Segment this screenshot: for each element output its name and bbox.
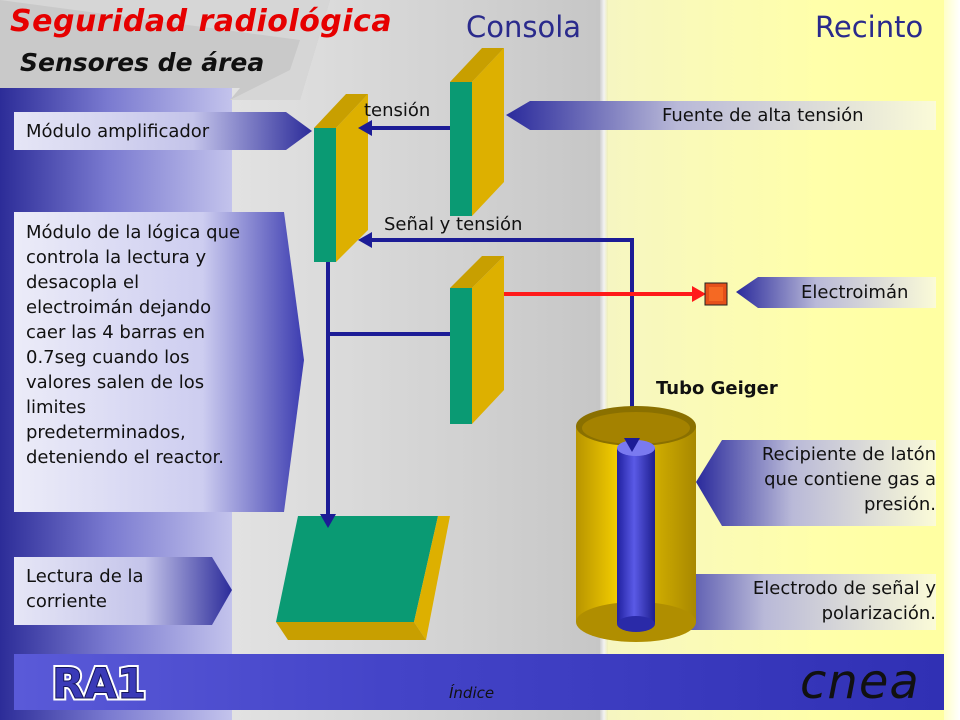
brass-label-line: que contiene gas a [764,469,936,490]
reading-label: Lectura de la corriente [26,564,226,614]
wire-electromagnet-arrowhead [692,286,706,302]
electrode-label: Electrodo de señal y polarización. [676,576,936,626]
index-link[interactable]: Índice [449,684,495,702]
brass-label-arrow [696,440,936,526]
wire-signal-arrowhead-left [358,232,372,248]
cnea-logo: cnea [800,654,920,710]
logic-module [450,256,504,424]
reading-module [276,516,450,640]
geiger-tube [576,406,696,642]
page-title: Seguridad radiológica [10,4,393,39]
wire-reading-arrowhead [320,514,336,528]
wire-signal-arrowhead-down [624,438,640,452]
electromagnet [704,282,728,306]
logic-label-line: controla la lectura y [26,247,207,268]
logic-label-line: electroimán dejando [26,297,212,318]
logic-label-line: valores salen de los [26,372,205,393]
logic-label-line: predeterminados, [26,422,186,443]
logic-label-line: limites [26,397,87,418]
logic-label-arrow [14,212,304,512]
electromagnet-label: Electroimán [801,282,909,303]
ra1-logo: RA1 RA1 [50,660,149,706]
electromagnet-label-arrow [736,277,936,308]
reading-label-line: Lectura de la [26,566,144,587]
amplifier-module [314,94,368,262]
brass-label: Recipiente de latón que contiene gas a p… [700,442,936,517]
amplifier-label-arrow [14,112,312,150]
wire-tension-label: tensión [364,100,431,121]
brass-label-line: Recipiente de latón [761,444,936,465]
electrode-label-line: polarización. [821,603,936,624]
wire-signal-label: Señal y tensión [384,214,523,235]
column-header-recinto: Recinto [815,10,924,44]
wire-signal [370,238,634,440]
hv-source-label-arrow [506,101,936,130]
page-subtitle: Sensores de área [20,48,265,77]
amplifier-label: Módulo amplificador [26,121,210,142]
geiger-tube-label: Tubo Geiger [656,378,778,399]
logic-label-line: Módulo de la lógica que [26,222,241,243]
column-header-console: Consola [466,10,582,44]
logic-label-line: desacopla el [26,272,140,293]
wire-tension-arrowhead [358,120,372,136]
electrode-label-line: Electrodo de señal y [752,578,936,599]
reading-label-line: corriente [26,591,108,612]
ra1-logo-outline: RA1 [52,660,146,706]
hv-source-module [450,48,504,216]
right-edge-strip [944,0,960,720]
logic-label-line: caer las 4 barras en [26,322,205,343]
title-banner-highlight [0,0,330,100]
panel-divider [600,0,608,720]
ra1-logo-text: RA1 [52,660,146,706]
logic-label-line: 0.7seg cuando los [26,347,190,368]
brass-label-line: presión. [863,494,936,515]
footer-bar [14,654,944,710]
wire-reading [326,262,450,514]
hv-source-label: Fuente de alta tensión [662,105,864,126]
logic-label: Módulo de la lógica que controla la lect… [26,220,296,470]
logic-label-line: deteniendo el reactor. [26,447,225,468]
electrode-label-arrow [650,574,936,630]
reading-label-arrow [14,557,232,625]
